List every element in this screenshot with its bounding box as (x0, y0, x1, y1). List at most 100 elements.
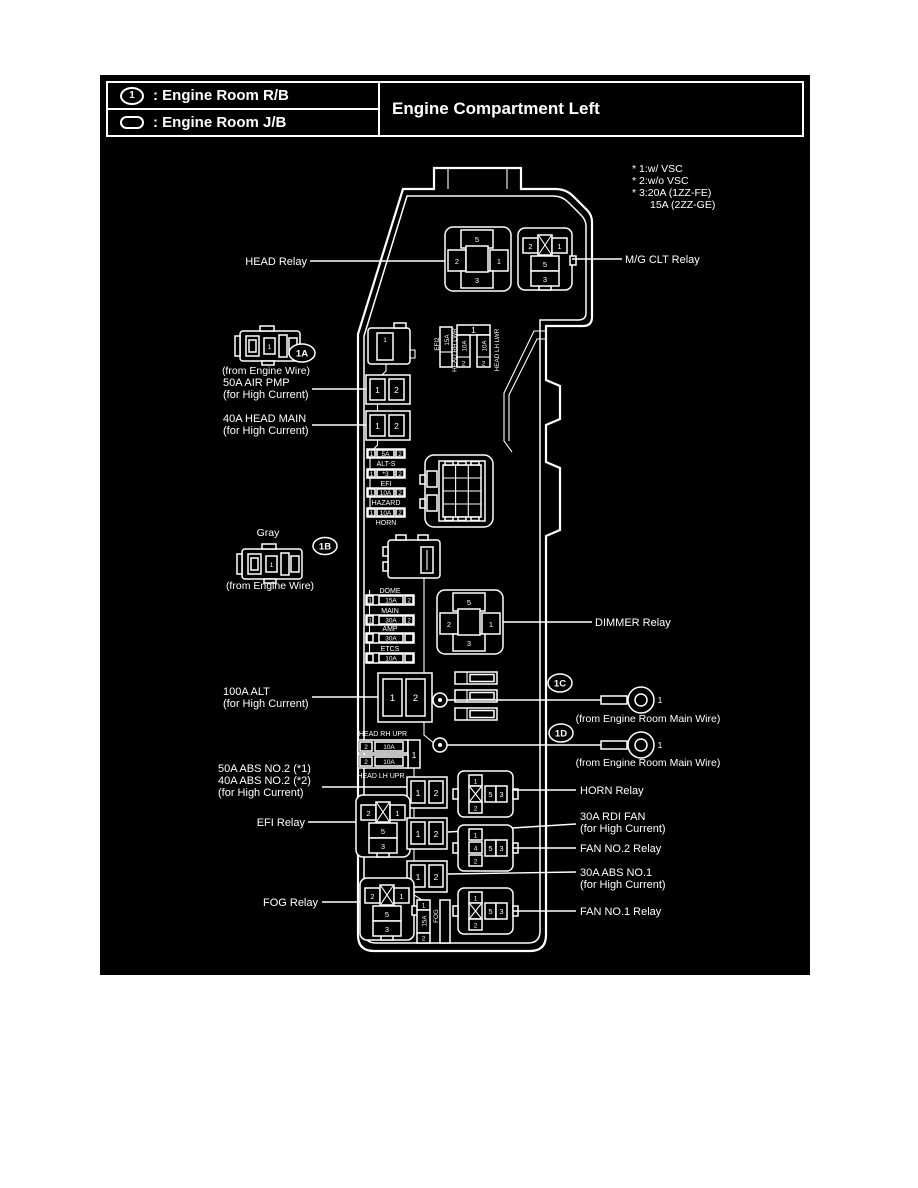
bolt-1c (432, 692, 448, 708)
svg-text:EFI2: EFI2 (434, 337, 441, 351)
svg-text:1: 1 (422, 903, 426, 910)
svg-text:1: 1 (658, 695, 663, 705)
fuse-row-dome: DOME 1 15A 2 (365, 588, 415, 606)
svg-text:5: 5 (475, 235, 479, 244)
svg-text:2: 2 (364, 759, 368, 766)
fusebox-outline (356, 166, 594, 953)
svg-text:3: 3 (499, 844, 503, 853)
svg-text:2: 2 (398, 451, 402, 458)
connector-1a-icon: 1 (367, 322, 416, 365)
engine-room-rb-icon: 1 (120, 86, 144, 105)
svg-text:2: 2 (370, 892, 374, 901)
svg-text:2: 2 (407, 618, 411, 625)
svg-text:1: 1 (395, 809, 399, 818)
from-main-wire-label-2: (from Engine Room Main Wire) (576, 757, 721, 769)
svg-text:30A: 30A (385, 618, 397, 625)
rdi-fan-fuse: 1 2 (406, 817, 448, 850)
alt-fuse: 1 2 (377, 672, 433, 723)
svg-text:5: 5 (488, 790, 492, 799)
abs-no2-fuse: 1 2 (406, 776, 448, 809)
svg-text:1: 1 (474, 833, 478, 840)
engine-wire-connector-icon: 1 (234, 325, 301, 366)
rdi-fan-label-1: 30A RDI FAN (580, 811, 645, 823)
svg-text:10A: 10A (380, 490, 392, 497)
ref-1b: 1B (312, 536, 338, 556)
fusebox-drawing: * 1:w/ VSC * 2:w/o VSC * 3:20A (1ZZ-FE) … (218, 163, 721, 953)
horn-relay-icon: 1 2 5 3 (452, 770, 519, 818)
bolt-1d (432, 737, 448, 753)
note-3: * 3:20A (1ZZ-FE) (632, 187, 711, 199)
svg-text:10A: 10A (383, 759, 395, 766)
svg-text:HAZARD: HAZARD (372, 500, 401, 507)
svg-text:10A: 10A (385, 656, 397, 663)
svg-text:1: 1 (370, 510, 374, 517)
alt-label-2: (for High Current) (223, 698, 309, 710)
engine-room-jb-icon (120, 116, 144, 129)
svg-text:1: 1 (471, 325, 476, 335)
svg-text:1: 1 (416, 788, 421, 798)
svg-text:ALT-S: ALT-S (377, 461, 396, 468)
ring-terminal-1c: 1 (447, 686, 663, 714)
svg-text:2: 2 (407, 598, 411, 605)
page-title: Engine Compartment Left (392, 99, 600, 118)
ref-1c: 1C (547, 673, 573, 693)
fuse-row-amp: AMP 30A (365, 626, 415, 644)
svg-text:1: 1 (416, 872, 421, 882)
air-pmp-fuse: 1 2 (365, 374, 411, 405)
svg-text:1: 1 (390, 693, 395, 704)
svg-text:2: 2 (528, 242, 532, 251)
svg-text:2: 2 (366, 809, 370, 818)
svg-text:1: 1 (368, 598, 372, 605)
svg-text:3: 3 (385, 925, 389, 934)
svg-text:1: 1 (658, 740, 663, 750)
svg-text:15A: 15A (385, 598, 397, 605)
fuse-row-main: MAIN 1 30A 2 (365, 608, 415, 626)
svg-text:10A: 10A (383, 744, 395, 751)
bus-line-dome-connector (423, 578, 436, 745)
svg-text:*3: *3 (382, 471, 389, 478)
from-main-wire-label-1: (from Engine Room Main Wire) (576, 713, 721, 725)
svg-text:2: 2 (394, 421, 399, 431)
head-main-fuse: 1 2 (365, 410, 411, 441)
from-engine-wire-label-1: (from Engine Wire) (222, 365, 310, 377)
svg-text:1: 1 (375, 385, 380, 395)
svg-text:2: 2 (398, 490, 402, 497)
note-1: * 1:w/ VSC (632, 163, 683, 175)
svg-text:1: 1 (370, 471, 374, 478)
efi-relay-label: EFI Relay (257, 817, 306, 829)
svg-text:HEAD RH LWR: HEAD RH LWR (452, 328, 459, 372)
mg-clt-relay-icon: 2 1 5 3 (517, 227, 577, 291)
rdi-fan-label-2: (for High Current) (580, 823, 666, 835)
svg-text:15A: 15A (422, 915, 429, 927)
head-main-label-2: (for High Current) (223, 425, 309, 437)
dimmer-relay-label: DIMMER Relay (595, 617, 671, 629)
svg-text:5: 5 (488, 844, 492, 853)
svg-text:1: 1 (270, 562, 274, 569)
svg-text:10A: 10A (462, 340, 469, 352)
note-4: 15A (2ZZ-GE) (650, 199, 715, 211)
header-legend: 1 : Engine Room R/B : Engine Room J/B (108, 83, 380, 135)
svg-text:HORN: HORN (376, 520, 397, 527)
svg-text:1: 1 (412, 750, 417, 760)
svg-text:2: 2 (398, 471, 402, 478)
svg-text:5A: 5A (382, 451, 391, 458)
multi-pin-connector-icon (419, 454, 494, 528)
svg-text:4: 4 (474, 846, 478, 853)
svg-text:5: 5 (467, 598, 471, 607)
fuse-row-hazard: 1 10A 2 HAZARD (366, 487, 406, 507)
fuse-column-2: DOME 1 15A 2 MAIN 1 30A 2 AMP (365, 588, 415, 664)
fan-no2-relay-label: FAN NO.2 Relay (580, 843, 662, 855)
svg-text:1: 1 (474, 896, 478, 903)
svg-text:3: 3 (467, 639, 471, 648)
fan-no2-relay-icon: 1 4 2 5 3 (452, 824, 519, 872)
abs-no1-callout-line (447, 871, 577, 875)
head-relay-label: HEAD Relay (245, 256, 307, 268)
svg-text:AMP: AMP (382, 626, 398, 633)
svg-text:10A: 10A (380, 510, 392, 517)
svg-text:2: 2 (434, 829, 439, 839)
svg-text:1: 1 (416, 829, 421, 839)
abs-no2-label-1: 50A ABS NO.2 (*1) (218, 763, 311, 775)
from-engine-wire-label-2: (from Engine Wire) (226, 580, 314, 592)
head-upr-fuse-group: HEAD RH UPR 2 10A 1 2 10A HEAD LH UPR (357, 731, 421, 780)
svg-text:2: 2 (434, 872, 439, 882)
